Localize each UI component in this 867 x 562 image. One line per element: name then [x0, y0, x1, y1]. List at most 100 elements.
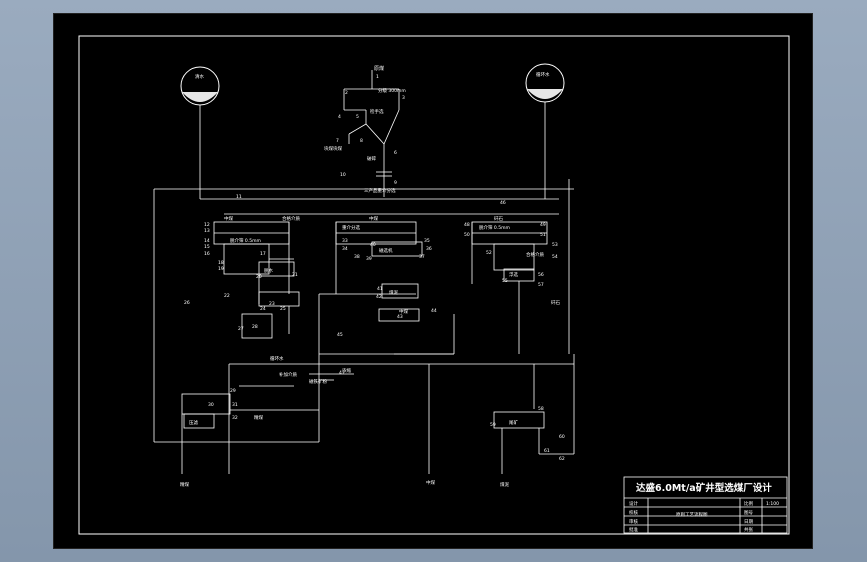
row-label-2: 校核	[629, 509, 638, 516]
stream-mid-label: 中煤	[369, 215, 378, 222]
node-number: 7	[336, 138, 339, 144]
node-number: 2	[345, 90, 348, 96]
row-label-3: 审核	[629, 518, 638, 525]
node-numbers: 1 2 3 4 5 6 7 8 9 10 11 12 13 14 15 16 1…	[184, 74, 565, 462]
drawing-title: 达盛6.0Mt/a矿井型选煤厂设计	[636, 482, 772, 494]
node-number: 40	[370, 242, 376, 248]
slime-label: 煤泥	[389, 289, 398, 296]
lump-coal-label: 块煤块煤	[324, 145, 342, 152]
node-number: 55	[502, 278, 508, 284]
drawing-name: 原则工艺流程图	[676, 511, 708, 518]
node-number: 35	[424, 238, 430, 244]
node-number: 32	[232, 415, 238, 421]
raw-coal-label: 原煤	[374, 65, 384, 72]
node-number: 62	[559, 456, 565, 462]
circ-water-label: 循环水	[270, 355, 284, 362]
node-number: 19	[218, 266, 224, 272]
medium-sep-left-label: 合格介质	[282, 215, 300, 222]
node-number: 3	[402, 95, 405, 101]
right-separator	[453, 221, 548, 354]
node-number: 38	[354, 254, 360, 260]
crusher-label: 破碎	[367, 155, 376, 162]
dewater-label: 脱水	[264, 267, 273, 274]
node-number: 5	[356, 114, 359, 120]
node-number: 60	[559, 434, 565, 440]
node-number: 45	[337, 332, 343, 338]
row-label-1: 设计	[629, 500, 638, 507]
node-number: 18	[218, 260, 224, 266]
node-number: 58	[538, 406, 544, 412]
node-number: 21	[292, 272, 298, 278]
node-number: 8	[360, 138, 363, 144]
node-number: 43	[397, 314, 403, 320]
main-separation-bus	[153, 102, 574, 443]
node-number: 16	[204, 251, 210, 257]
node-number: 28	[252, 324, 258, 330]
node-number: 14	[204, 238, 210, 244]
left-separator	[213, 221, 300, 339]
right-label-1: 比例	[744, 500, 753, 507]
node-number: 22	[224, 293, 230, 299]
node-number: 48	[464, 222, 470, 228]
right-label-3: 日期	[744, 519, 753, 525]
inner-border	[78, 35, 790, 535]
middle-bin-label: 中煤	[399, 308, 408, 315]
node-number: 15	[204, 244, 210, 250]
stream-left-label: 中煤	[224, 215, 233, 222]
node-number: 11	[236, 194, 242, 200]
crusher-a-label: 重介分选	[342, 224, 360, 231]
node-number: 52	[486, 250, 492, 256]
right-label-2: 图号	[744, 510, 753, 516]
node-number: 17	[260, 251, 266, 257]
buffer-label: 补加介质	[279, 371, 297, 378]
node-number: 4	[338, 114, 341, 120]
out-tail-label: 煤泥	[500, 481, 509, 488]
node-number: 25	[280, 306, 286, 312]
node-number: 33	[342, 238, 348, 244]
pick-label: 检手选	[370, 108, 384, 115]
node-number: 36	[426, 246, 432, 252]
stream-right-label: 矸石	[494, 216, 503, 222]
clear-water-tank: 清水	[180, 66, 220, 106]
node-number: 61	[544, 448, 550, 454]
row-label-4: 批准	[629, 526, 638, 533]
conc-label: 精煤	[254, 414, 263, 421]
raw-coal-section	[343, 70, 400, 197]
mag-sep-label: 磁选机	[379, 247, 393, 254]
heavy-medium-label: 磁铁矿粉	[309, 378, 327, 385]
right-value-1: 1:100	[766, 501, 779, 507]
node-number: 37	[419, 254, 425, 260]
node-number: 29	[230, 388, 236, 394]
node-number: 34	[342, 246, 348, 252]
node-number: 27	[238, 326, 244, 332]
middle-separator	[318, 221, 454, 442]
node-number: 46	[500, 200, 506, 206]
circulating-water-tank: 循环水	[525, 63, 565, 103]
node-number: 10	[340, 172, 346, 178]
node-number: 50	[464, 232, 470, 238]
screen-fine-label: 脱介筛 0.5mm	[230, 237, 261, 244]
node-number: 44	[431, 308, 437, 314]
out-middle-label: 中煤	[426, 479, 435, 486]
node-number: 54	[552, 254, 558, 260]
flotation-label: 浮选	[509, 271, 518, 278]
jig-top-label: 三产品重介分选	[364, 187, 396, 194]
gangue-label: 矸石	[551, 300, 560, 306]
node-number: 9	[394, 180, 397, 186]
node-number: 56	[538, 272, 544, 278]
screen-size-label: 分级 300mm	[378, 87, 406, 94]
node-number: 53	[552, 242, 558, 248]
node-number: 12	[204, 222, 210, 228]
tank-right-label: 循环水	[536, 71, 550, 78]
node-number: 42	[376, 294, 382, 300]
node-number: 39	[366, 256, 372, 262]
node-number: 59	[490, 422, 496, 428]
screen-fine-right-label: 脱介筛 0.5mm	[479, 224, 510, 231]
node-number: 49	[540, 222, 546, 228]
title-block	[623, 476, 788, 534]
tank-left-label: 清水	[195, 73, 204, 80]
node-number: 1	[376, 74, 379, 80]
node-number: 31	[232, 402, 238, 408]
right-label-4: 共张	[744, 526, 753, 533]
node-number: 13	[204, 228, 210, 234]
